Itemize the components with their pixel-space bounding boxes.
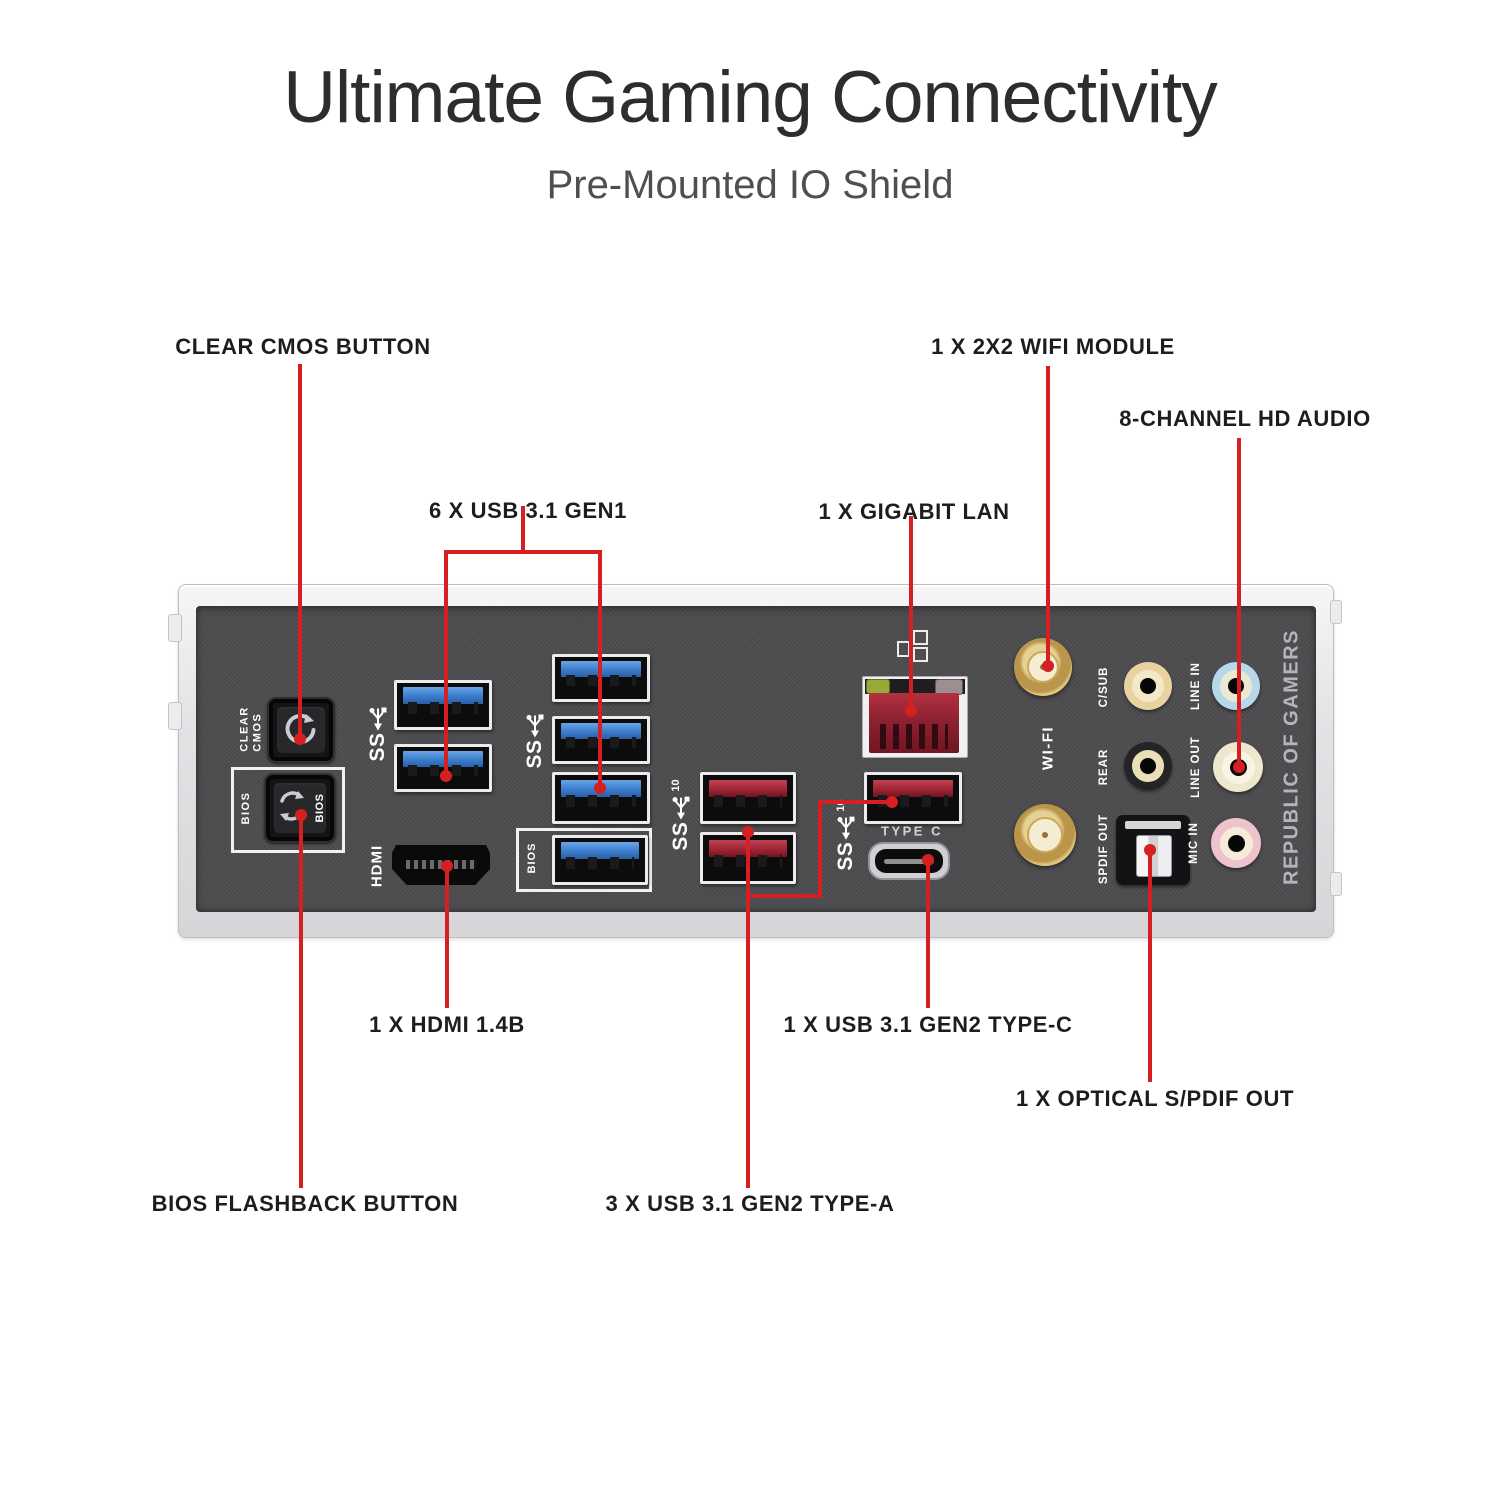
callout-dot xyxy=(295,809,307,821)
callout-dot xyxy=(1144,844,1156,856)
callout-dot xyxy=(294,733,306,745)
callout-line-hdmi xyxy=(445,868,449,1008)
usb-ss10-icon: SS 10 xyxy=(669,779,692,851)
bios-button-label: BIOS xyxy=(314,793,326,823)
callout-dot xyxy=(742,826,754,838)
page-title: Ultimate Gaming Connectivity xyxy=(283,57,1218,138)
callout-line-usb-typea xyxy=(818,800,822,898)
bios-cycle-arrows-icon xyxy=(280,791,304,821)
callout-wifi-module: 1 X 2X2 WIFI MODULE xyxy=(931,334,1175,359)
wifi-label: WI-FI xyxy=(1039,725,1057,771)
hdmi-port-label: HDMI xyxy=(368,844,386,888)
callout-line-typec xyxy=(926,862,930,1008)
network-icon xyxy=(913,647,928,662)
shield-tab xyxy=(1330,872,1342,896)
callout-dot xyxy=(886,796,898,808)
audio-label-mic-in: MIC IN xyxy=(1188,822,1200,864)
page-subtitle: Pre-Mounted IO Shield xyxy=(546,163,954,207)
usb31-gen2-port xyxy=(700,772,796,824)
callout-line-wifi xyxy=(1046,366,1050,666)
usb-type-c-port xyxy=(868,842,950,880)
shield-tab xyxy=(168,702,182,730)
callout-line-usb-typea xyxy=(818,800,892,804)
callout-dot xyxy=(440,770,452,782)
audio-jack-rear xyxy=(1124,742,1172,790)
audio-jack-mic-in xyxy=(1211,818,1261,868)
callout-line-usb-gen1 xyxy=(444,552,448,776)
audio-label-rear: REAR xyxy=(1098,748,1110,786)
callout-line-usb-gen1 xyxy=(444,550,602,554)
audio-label-line-out: LINE OUT xyxy=(1190,736,1202,798)
callout-line-usb-typea xyxy=(746,834,750,1188)
usb-ss-icon: SS xyxy=(366,704,390,762)
network-icon xyxy=(913,630,928,645)
type-c-label: TYPE C xyxy=(881,823,943,839)
usb3-port xyxy=(394,680,492,730)
callout-usb-typec: 1 X USB 3.1 GEN2 TYPE-C xyxy=(783,1012,1073,1037)
gigabit-lan-port xyxy=(862,676,968,758)
callout-hd-audio: 8-CHANNEL HD AUDIO xyxy=(1119,406,1371,431)
callout-hdmi: 1 X HDMI 1.4B xyxy=(369,1012,525,1037)
callout-line-audio xyxy=(1237,438,1241,768)
lan-led-green xyxy=(866,679,890,694)
usb-ss10-icon: SS 10 xyxy=(834,799,857,871)
shield-tab xyxy=(1330,600,1342,624)
usb3-bios-port xyxy=(552,835,648,885)
callout-line-spdif xyxy=(1148,852,1152,1082)
wifi-antenna-connector xyxy=(1014,804,1076,866)
usb-ss-icon: SS xyxy=(523,711,547,769)
usb-trident-icon xyxy=(526,714,544,738)
bios-side-label: BIOS xyxy=(240,791,252,825)
callout-usb-typea: 3 X USB 3.1 GEN2 TYPE-A xyxy=(605,1191,895,1216)
callout-line-usb-typea xyxy=(746,894,822,898)
callout-gigabit-lan: 1 X GIGABIT LAN xyxy=(818,499,1010,524)
bios-button-outline xyxy=(231,767,345,853)
optical-spdif-port xyxy=(1116,815,1190,885)
callout-dot xyxy=(594,782,606,794)
callout-usb-gen1: 6 X USB 3.1 GEN1 xyxy=(429,498,627,523)
audio-jack-line-in xyxy=(1212,662,1260,710)
callout-line-usb-gen1 xyxy=(521,506,525,554)
callout-optical-spdif: 1 X OPTICAL S/PDIF OUT xyxy=(1015,1086,1295,1111)
callout-dot xyxy=(1233,761,1245,773)
usb-trident-icon xyxy=(837,816,855,840)
bios-usb-outline xyxy=(516,828,652,892)
callout-bios-flashback: BIOS FLASHBACK BUTTON xyxy=(151,1191,459,1216)
bios-usb-label: BIOS xyxy=(526,842,538,874)
callout-dot xyxy=(905,705,917,717)
usb31-gen2-port xyxy=(864,772,962,824)
audio-label-line-in: LINE IN xyxy=(1190,662,1202,710)
usb3-port xyxy=(394,744,492,792)
callout-line-bios-flashback xyxy=(299,817,303,1188)
usb-trident-icon xyxy=(672,796,690,820)
callout-line-lan xyxy=(909,516,913,712)
audio-label-csub: C/SUB xyxy=(1098,666,1110,708)
callout-line-clear-cmos xyxy=(298,364,302,738)
shield-tab xyxy=(168,614,182,642)
usb-trident-icon xyxy=(369,707,387,731)
callout-dot xyxy=(922,854,934,866)
spdif-label: SPDIF OUT xyxy=(1098,813,1110,885)
callout-dot xyxy=(1042,660,1054,672)
rog-branding: REPUBLIC OF GAMERS xyxy=(1280,629,1303,885)
callout-line-usb-gen1 xyxy=(598,552,602,788)
audio-jack-csub xyxy=(1124,662,1172,710)
callout-dot xyxy=(441,860,453,872)
callout-clear-cmos: CLEAR CMOS BUTTON xyxy=(175,334,431,359)
